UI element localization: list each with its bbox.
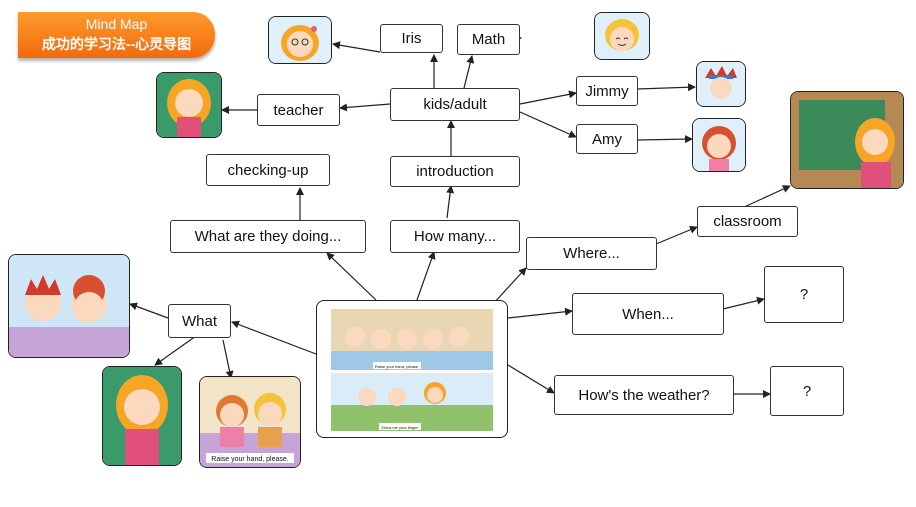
center-bottom-caption: Show me your finger. <box>381 425 419 430</box>
node-math[interactable]: Math <box>457 24 520 55</box>
two-kids-icon <box>9 255 129 357</box>
node-checking-up[interactable]: checking-up <box>206 154 330 186</box>
girl-waving-frame <box>102 366 182 466</box>
banner-subtitle: 成功的学习法--心灵导图 <box>41 36 192 52</box>
amy-face-icon <box>693 119 745 171</box>
node-how-many[interactable]: How many... <box>390 220 520 253</box>
node-where[interactable]: Where... <box>526 237 657 270</box>
node-what-are-they-doing[interactable]: What are they doing... <box>170 220 366 253</box>
girl-waving-icon <box>103 367 181 465</box>
raise-hand-scene-icon: Raise your hand, please. <box>200 377 300 467</box>
center-top-caption: Raise your hand, please. <box>375 364 419 369</box>
node-how-is-the-weather[interactable]: How's the weather? <box>554 375 734 415</box>
node-introduction[interactable]: introduction <box>390 156 520 187</box>
node-jimmy[interactable]: Jimmy <box>576 76 638 106</box>
center-pictures-frame: Raise your hand, please. Show me your fi… <box>316 300 508 438</box>
kids-picture-frame <box>8 254 130 358</box>
node-teacher[interactable]: teacher <box>257 94 340 126</box>
girl-face-icon <box>269 17 331 63</box>
node-weather-answer[interactable]: ? <box>770 366 844 416</box>
raise-hand-picture-frame: Raise your hand, please. <box>199 376 301 468</box>
amy-portrait-frame <box>692 118 746 172</box>
node-amy[interactable]: Amy <box>576 124 638 154</box>
classroom-picture-frame <box>790 91 904 189</box>
node-when-answer[interactable]: ? <box>764 266 844 323</box>
mind-map-banner: Mind Map 成功的学习法--心灵导图 <box>18 12 215 58</box>
teacher-portrait-frame <box>156 72 222 138</box>
banner-title: Mind Map <box>85 16 148 32</box>
jimmy-face-icon <box>697 62 745 106</box>
girl-portrait-frame <box>268 16 332 64</box>
teacher-face-icon <box>157 73 221 137</box>
boy-portrait-frame <box>594 12 650 60</box>
classroom-scene-icon <box>791 92 903 188</box>
node-when[interactable]: When... <box>572 293 724 335</box>
jimmy-portrait-frame <box>696 61 746 107</box>
node-classroom[interactable]: classroom <box>697 206 798 237</box>
node-kids-adult[interactable]: kids/adult <box>390 88 520 121</box>
center-scenes-icon: Raise your hand, please. Show me your fi… <box>331 309 493 431</box>
boy-face-icon <box>595 13 649 59</box>
raise-hand-caption: Raise your hand, please. <box>211 456 288 463</box>
node-iris[interactable]: Iris <box>380 24 443 53</box>
node-what[interactable]: What <box>168 304 231 338</box>
